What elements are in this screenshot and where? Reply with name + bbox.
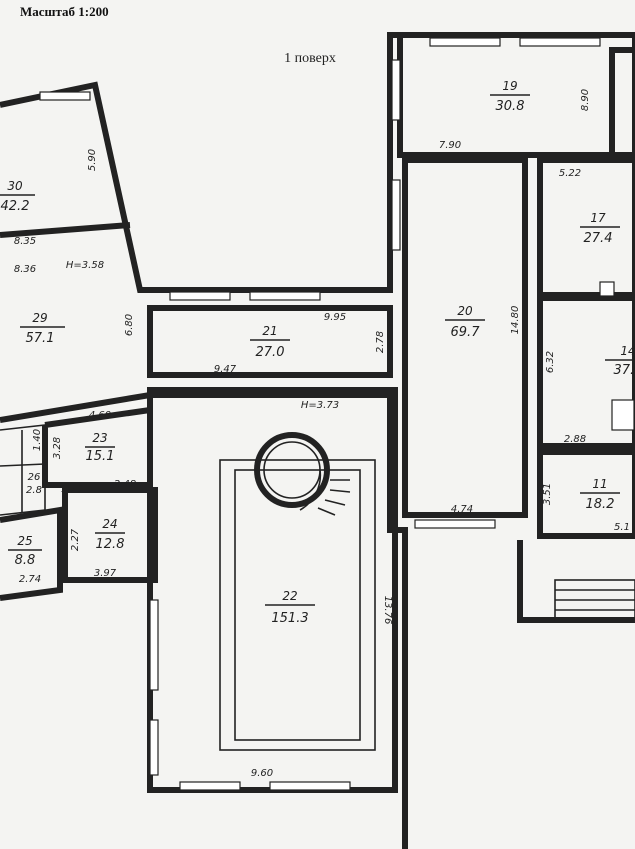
- svg-text:23: 23: [92, 431, 107, 445]
- svg-text:14.80: 14.80: [510, 306, 521, 335]
- svg-text:5.1: 5.1: [614, 522, 630, 533]
- svg-text:3.97: 3.97: [94, 568, 117, 579]
- room-22: 22 151.3: [265, 589, 315, 626]
- room-11: 11 18.2: [580, 477, 620, 512]
- svg-text:4.60: 4.60: [89, 410, 111, 421]
- room-21: 21 27.0: [250, 324, 290, 360]
- room-30: 30 42.2: [0, 179, 35, 214]
- svg-text:18.2: 18.2: [586, 497, 615, 512]
- svg-text:20: 20: [457, 304, 473, 318]
- svg-text:5.90: 5.90: [87, 149, 98, 171]
- svg-text:2.27: 2.27: [70, 528, 81, 551]
- svg-text:30.8: 30.8: [496, 99, 525, 114]
- svg-text:26: 26: [28, 472, 41, 483]
- svg-text:25: 25: [17, 534, 32, 548]
- room-17: 17 27.4: [580, 211, 620, 246]
- svg-text:21: 21: [262, 324, 277, 338]
- svg-text:8.35: 8.35: [14, 236, 36, 247]
- svg-text:2.48: 2.48: [114, 479, 136, 490]
- svg-text:3.28: 3.28: [52, 437, 63, 459]
- svg-text:13.76: 13.76: [382, 596, 393, 625]
- svg-text:7.90: 7.90: [439, 140, 461, 151]
- svg-text:12.8: 12.8: [96, 537, 125, 552]
- room-23: 23 15.1: [85, 431, 115, 464]
- svg-text:42.2: 42.2: [1, 199, 30, 214]
- room-20: 20 69.7: [445, 304, 485, 340]
- svg-text:22: 22: [282, 589, 297, 603]
- svg-text:6.32: 6.32: [545, 351, 556, 373]
- walls: [0, 32, 635, 849]
- room-14: 14 37.8: [605, 344, 635, 378]
- svg-text:8.8: 8.8: [15, 553, 36, 568]
- svg-text:2.78: 2.78: [375, 331, 386, 353]
- svg-text:1.40: 1.40: [32, 429, 43, 451]
- room-19: 19 30.8: [490, 79, 530, 114]
- svg-text:27.0: 27.0: [256, 345, 285, 360]
- room-26: 262.8: [26, 472, 42, 496]
- svg-text:4.74: 4.74: [451, 504, 473, 515]
- svg-text:15.1: 15.1: [86, 449, 115, 464]
- room-25: 258.8: [8, 534, 42, 568]
- svg-text:69.7: 69.7: [451, 325, 481, 340]
- svg-text:6.80: 6.80: [124, 314, 135, 336]
- svg-text:24: 24: [102, 517, 117, 531]
- svg-text:9.60: 9.60: [251, 768, 273, 779]
- svg-text:27.4: 27.4: [584, 231, 613, 246]
- svg-text:9.95: 9.95: [324, 312, 346, 323]
- room-29: 29 57.1: [20, 311, 65, 346]
- svg-text:H=3.73: H=3.73: [301, 400, 339, 411]
- svg-text:2.88: 2.88: [564, 434, 586, 445]
- room-24: 24 12.8: [95, 517, 125, 552]
- svg-text:5.22: 5.22: [559, 168, 581, 179]
- svg-text:37.8: 37.8: [614, 363, 635, 378]
- svg-text:3.51: 3.51: [542, 483, 553, 505]
- svg-text:9.47: 9.47: [214, 364, 237, 375]
- svg-text:151.3: 151.3: [271, 611, 308, 626]
- svg-text:8.36: 8.36: [14, 264, 36, 275]
- svg-text:19: 19: [502, 79, 517, 93]
- svg-text:30: 30: [7, 179, 23, 193]
- svg-text:8.90: 8.90: [580, 89, 591, 111]
- svg-text:1.70: 1.70: [61, 484, 83, 495]
- svg-text:29: 29: [32, 311, 47, 325]
- scale-label: Масштаб 1:200: [20, 4, 109, 19]
- svg-text:17: 17: [590, 211, 606, 225]
- svg-text:14: 14: [620, 344, 635, 358]
- svg-text:H=3.58: H=3.58: [66, 260, 104, 271]
- floor-title: 1 поверх: [284, 51, 336, 66]
- svg-text:57.1: 57.1: [26, 331, 55, 346]
- svg-text:2.8: 2.8: [26, 485, 42, 496]
- svg-text:2.74: 2.74: [19, 574, 41, 585]
- dimensions: 5.90 8.35 8.36 H=3.58 6.80 9.95 9.47 2.7…: [14, 89, 630, 779]
- svg-text:11: 11: [592, 477, 607, 491]
